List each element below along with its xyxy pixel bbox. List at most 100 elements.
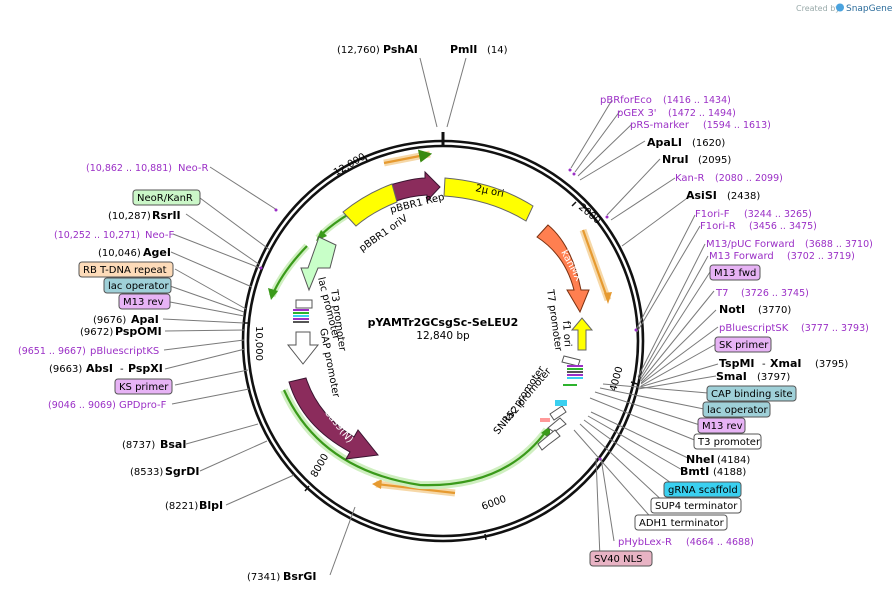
orf-arrows	[268, 198, 551, 490]
pbluescriptsk-range: (3777 .. 3793)	[801, 323, 869, 334]
m13-fwd-name: M13 fwd	[714, 268, 756, 279]
blpi-name: BlpI	[199, 499, 223, 512]
feature-stripes-right	[540, 365, 583, 422]
lac-operator-box-left	[103, 277, 172, 294]
tick-4000: 4000	[608, 365, 625, 392]
label-snr52-promoter: SNR52 promoter	[492, 366, 554, 437]
pshai-pos: (12,760)	[337, 45, 380, 56]
rb-tdna-repeat-name: RB T-DNA repeat	[83, 265, 167, 276]
pbrforeco-range: (1416 .. 1434)	[663, 95, 731, 106]
m13-forward-name: M13 Forward	[709, 251, 774, 262]
apai-pos: (9676)	[93, 315, 126, 326]
sk-primer-name: SK primer	[719, 340, 769, 351]
sup4-terminator-box	[650, 497, 742, 514]
tick-8000: 8000	[309, 452, 331, 480]
label-f1-ori: f1 ori	[560, 320, 573, 347]
bmti-pos: (4188)	[713, 467, 746, 478]
pmli-name: PmlI	[450, 43, 477, 56]
pgex3-range: (1472 .. 1494)	[668, 108, 736, 119]
m13-fwd-box	[709, 264, 761, 281]
m13-puc-forward-range: (3688 .. 3710)	[805, 239, 873, 250]
bsrgi-name: BsrGI	[283, 570, 316, 583]
bsai-name: BsaI	[160, 438, 186, 451]
apali-pos: (1620)	[692, 138, 725, 149]
pbluescriptsk-name: pBluescriptSK	[719, 323, 789, 334]
agei-name: AgeI	[143, 246, 171, 259]
m13-rev-box-right	[697, 417, 746, 434]
smai-pos: (3797)	[757, 372, 790, 383]
neor-kanr-box	[132, 189, 201, 206]
prs-marker-name: pRS-marker	[630, 120, 690, 131]
rb-tdna-repeat-box	[78, 261, 174, 278]
neo-f-range: (10,252 .. 10,271)	[54, 230, 140, 241]
f1ori-r-name: F1ori-R	[700, 221, 736, 232]
m13-rev-box-left	[118, 293, 171, 310]
neor-kanr-name: NeoR/KanR	[137, 193, 193, 204]
t7-range: (3726 .. 3745)	[741, 288, 809, 299]
feature-stripes-left	[293, 309, 309, 323]
prs-marker-range: (1594 .. 1613)	[703, 120, 771, 131]
bsrgi-pos: (7341)	[247, 572, 280, 583]
plasmid-size: 12,840 bp	[416, 330, 470, 342]
tspmi-name: TspMI	[719, 357, 755, 370]
tick-6000: 6000	[480, 494, 508, 513]
nhei-name: NheI	[686, 453, 715, 466]
noti-pos: (3770)	[758, 305, 791, 316]
t7-name: T7	[715, 288, 728, 299]
adh1-terminator-box	[634, 514, 728, 531]
lac-operator-name-right: lac operator	[707, 405, 768, 416]
apali-name: ApaLI	[647, 136, 682, 149]
f1ori-r-range: (3456 .. 3475)	[749, 221, 817, 232]
blpi-pos: (8221)	[165, 501, 198, 512]
leader-lines	[162, 57, 719, 576]
bmti-name: BmtI	[680, 465, 709, 478]
adh1-terminator-name: ADH1 terminator	[639, 518, 725, 529]
pgex3-name: pGEX 3'	[617, 108, 657, 119]
asisi-pos: (2438)	[727, 191, 760, 202]
xmai-name: XmaI	[770, 357, 801, 370]
nrui-pos: (2095)	[698, 155, 731, 166]
sv40-nls-box	[589, 550, 653, 567]
sgrdi-pos: (8533)	[130, 467, 163, 478]
nhei-pos: (4184)	[717, 455, 750, 466]
tspmi-sep: -	[762, 359, 766, 370]
pspomi-pos: (9672)	[80, 327, 113, 338]
sup4-terminator-name: SUP4 terminator	[655, 501, 738, 512]
f1ori-f-name: F1ori-F	[695, 209, 730, 220]
rsrii-name: RsrII	[152, 209, 181, 222]
pbluescriptks-range: (9651 .. 9667)	[18, 346, 86, 357]
neo-f-name: Neo-F	[145, 230, 175, 241]
pbrforeco-name: pBRforEco	[600, 95, 652, 106]
kan-r-range: (2080 .. 2099)	[715, 173, 783, 184]
m13-rev-name-right: M13 rev	[702, 421, 743, 432]
agei-pos: (10,046)	[98, 248, 141, 259]
gpdpro-f-name: GPDpro-F	[119, 400, 167, 411]
t3-promoter-box	[693, 433, 762, 450]
absi-name: AbsI	[86, 362, 113, 375]
m13-puc-forward-name: M13/pUC Forward	[706, 239, 795, 250]
sgrdi-name: SgrDI	[165, 465, 199, 478]
sv40-nls-name: SV40 NLS	[594, 554, 643, 565]
plasmid-name: pYAMTr2GCsgSc-SeLEU2	[368, 316, 519, 329]
bsai-pos: (8737)	[122, 440, 155, 451]
pshai-name: PshAI	[383, 43, 418, 56]
kan-r-name: Kan-R	[675, 173, 704, 184]
ks-primer-box	[114, 378, 173, 395]
grna-scaffold-name: gRNA scaffold	[668, 485, 738, 496]
asisi-name: AsiSI	[686, 189, 717, 202]
smai-name: SmaI	[716, 370, 747, 383]
neo-r-name: Neo-R	[178, 163, 209, 174]
snapgene-logo-icon	[836, 3, 844, 12]
pspomi-name: PspOMI	[115, 325, 162, 338]
tick-12000: 12,000	[332, 152, 368, 179]
pmli-pos: (14)	[487, 45, 508, 56]
orange-arrows	[372, 149, 612, 497]
xmai-pos: (3795)	[815, 359, 848, 370]
primer-dots	[259, 168, 638, 461]
absi-sep: -	[120, 364, 124, 375]
f1ori-f-range: (3244 .. 3265)	[744, 209, 812, 220]
grna-scaffold-box	[663, 481, 742, 498]
neo-r-range: (10,862 .. 10,881)	[86, 163, 172, 174]
